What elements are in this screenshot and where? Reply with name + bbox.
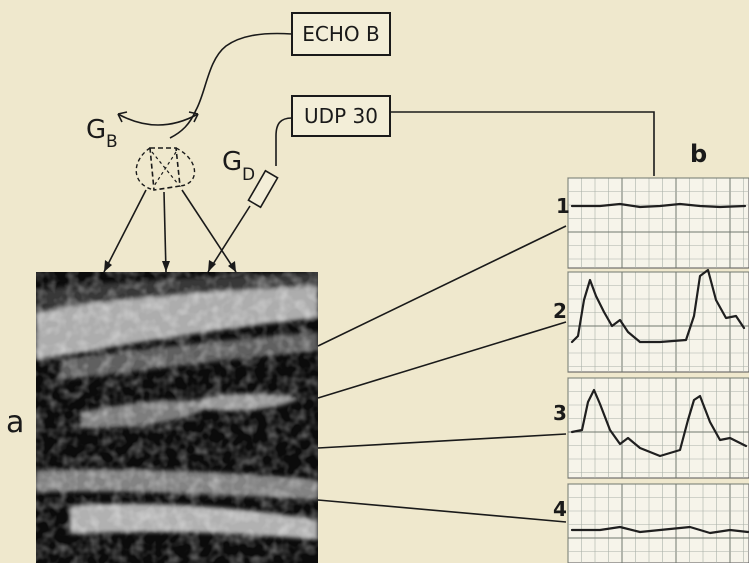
- gd-label-main: G: [222, 147, 242, 177]
- recorder-strip-4: [568, 484, 749, 563]
- echo-b-label: ECHO B: [302, 22, 379, 46]
- recorder-strip-3: [568, 378, 749, 478]
- udp-cable: [276, 118, 292, 166]
- gd-label-sub: D: [242, 165, 255, 185]
- scan-rotation-arrow: [118, 112, 198, 125]
- gb-label-main: G: [86, 115, 106, 145]
- gb-label-sub: B: [106, 132, 118, 152]
- doppler-probe: [208, 171, 278, 272]
- trace-1-number: 1: [556, 194, 570, 218]
- trace-4-number: 4: [553, 497, 567, 521]
- udp-30-label: UDP 30: [304, 104, 378, 128]
- leader-lines: [318, 226, 566, 522]
- udp-recorder-line: [390, 112, 654, 176]
- echo-cable: [170, 34, 292, 139]
- panel-b-label: b: [690, 140, 707, 168]
- echo-b-box: ECHO B: [292, 13, 390, 55]
- recorder-strip-2: [568, 270, 749, 372]
- trace-3-number: 3: [553, 401, 567, 425]
- ultrasound-image: [36, 272, 318, 563]
- trace-2-number: 2: [553, 299, 567, 323]
- panel-a-label: a: [6, 405, 24, 440]
- b-mode-probe: [136, 148, 194, 190]
- recorder-strips: [568, 178, 749, 563]
- recorder-strip-1: [568, 178, 749, 268]
- udp-30-box: UDP 30: [292, 96, 390, 136]
